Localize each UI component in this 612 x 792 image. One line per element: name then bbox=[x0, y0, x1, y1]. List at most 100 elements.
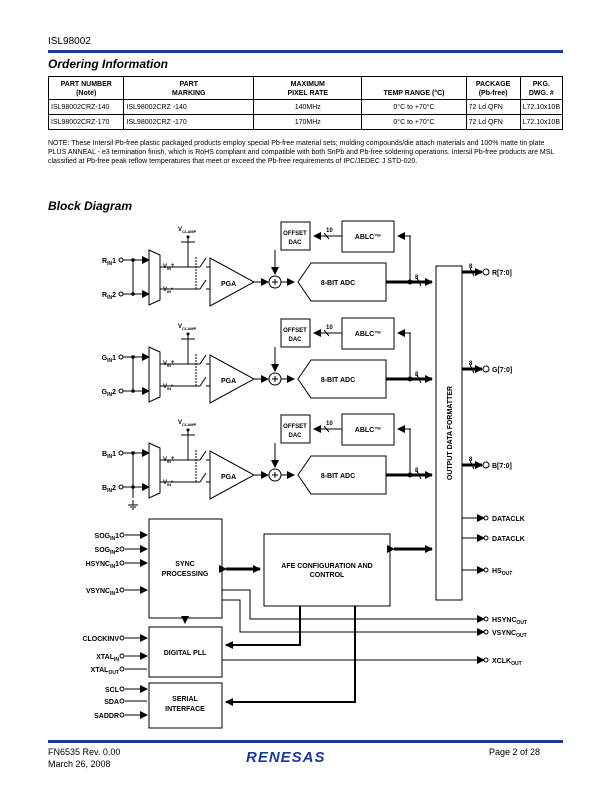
cell-temp: 0°C to +70°C bbox=[361, 114, 467, 130]
ablc-label: ABLC™ bbox=[355, 331, 381, 338]
ordering-note: NOTE: These Intersil Pb-free plastic pac… bbox=[48, 140, 555, 165]
ablc-label: ABLC™ bbox=[355, 234, 381, 241]
ground-icon bbox=[128, 500, 138, 510]
xtal-out-label: XTALOUT bbox=[91, 667, 119, 676]
digital-pll-box bbox=[148, 626, 223, 678]
hsync-out-label: HSYNCOUT bbox=[492, 617, 527, 626]
footer-rule bbox=[48, 740, 563, 743]
channel-out-label: G[7:0] bbox=[492, 367, 512, 374]
ablc-label: ABLC™ bbox=[355, 427, 381, 434]
saddr-label: SADDR bbox=[94, 713, 119, 720]
vclamp-label: VCLAMP bbox=[178, 227, 197, 234]
offset-label-1: OFFSET bbox=[283, 231, 307, 237]
document-id: ISL98002 bbox=[48, 36, 91, 47]
channel-green: VCLAMP VIN+ VIN- PGA OFFSET DAC ABLC™ 8-… bbox=[102, 317, 512, 404]
bus10-label: 10 bbox=[326, 421, 333, 427]
hs-out-label: HSOUT bbox=[492, 568, 512, 577]
vsync-in-label: VSYNCIN1 bbox=[86, 588, 119, 597]
adc-label: 8-BIT ADC bbox=[321, 280, 355, 287]
renesas-logo: RENESAS bbox=[246, 749, 326, 766]
clockinv-label: CLOCKINV bbox=[82, 636, 119, 643]
table-row: ISL98002CRZ-170 ISL98002CRZ -170 170MHz … bbox=[47, 114, 564, 130]
control-wiring bbox=[125, 514, 485, 719]
xclk-out-label: XCLKOUT bbox=[492, 658, 522, 667]
pga-label: PGA bbox=[221, 281, 236, 288]
cell-marking: ISL98002CRZ -170 bbox=[123, 114, 255, 130]
channel-in1-label: BIN1 bbox=[102, 451, 116, 460]
bus8-label: 8 bbox=[415, 468, 419, 474]
vin-plus-label: VIN+ bbox=[163, 456, 175, 464]
sda-label: SDA bbox=[104, 699, 119, 706]
sync-label-1: SYNC bbox=[175, 561, 194, 568]
sync-label-2: PROCESSING bbox=[162, 571, 209, 578]
sog1-label: SOGIN1 bbox=[95, 533, 120, 542]
output-formatter-box bbox=[435, 265, 463, 601]
offset-label-1: OFFSET bbox=[283, 328, 307, 334]
bus8-label: 8 bbox=[415, 372, 419, 378]
channel-in1-label: GIN1 bbox=[102, 355, 116, 364]
footer-date: March 26, 2008 bbox=[48, 759, 111, 769]
vclamp-label: VCLAMP bbox=[178, 324, 197, 331]
vin-minus-label: VIN- bbox=[163, 286, 173, 294]
control-pins bbox=[119, 515, 489, 718]
dataclk-label-2: DATACLK bbox=[492, 536, 525, 543]
pga-label: PGA bbox=[221, 378, 236, 385]
channel-red: VCLAMP VIN+ VIN- PGA OFFSET DAC ABLC™ 8-… bbox=[102, 220, 512, 307]
vin-minus-label: VIN- bbox=[163, 479, 173, 487]
formatter-label: OUTPUT DATA FORMATTER bbox=[447, 386, 454, 480]
bus10-label: 10 bbox=[326, 325, 333, 331]
xtal-in-label: XTALIN bbox=[96, 654, 119, 663]
pll-label: DIGITAL PLL bbox=[164, 650, 207, 657]
channel-out-label: B[7:0] bbox=[492, 463, 512, 470]
footer-doc: FN6535 Rev. 0.00 bbox=[48, 747, 121, 757]
col-pkg-dwg: PKG.DWG. # bbox=[519, 76, 564, 100]
sync-processing-box bbox=[148, 518, 223, 619]
cell-pixel-rate: 170MHz bbox=[253, 114, 363, 130]
serial-label-1: SERIAL bbox=[172, 696, 198, 703]
vin-minus-label: VIN- bbox=[163, 383, 173, 391]
hsync-in-label: HSYNCIN1 bbox=[86, 561, 120, 570]
adc-label: 8-BIT ADC bbox=[321, 473, 355, 480]
cell-dwg: L72.10x10B bbox=[519, 114, 564, 130]
col-part-number: PART NUMBER(Note) bbox=[47, 76, 125, 100]
channel-blue: VCLAMP VIN+ VIN- PGA OFFSET DAC ABLC™ 8-… bbox=[102, 413, 512, 500]
control-labels: SOGIN1 SOGIN2 HSYNCIN1 VSYNCIN1 CLOCKINV… bbox=[82, 516, 527, 720]
bus8-label: 8 bbox=[415, 275, 419, 281]
cell-part-number: ISL98002CRZ-170 bbox=[47, 114, 125, 130]
offset-label-1: OFFSET bbox=[283, 424, 307, 430]
afe-label-1: AFE CONFIGURATION AND bbox=[281, 563, 372, 570]
offset-label-2: DAC bbox=[289, 240, 303, 246]
channel-in2-label: RIN2 bbox=[102, 292, 116, 301]
block-diagram-title: Block Diagram bbox=[48, 199, 133, 213]
channel-in2-label: BIN2 bbox=[102, 485, 116, 494]
table-row: ISL98002CRZ-140 ISL98002CRZ -140 140MHz … bbox=[47, 99, 564, 115]
vin-plus-label: VIN+ bbox=[163, 360, 175, 368]
bus8-out-label: 8 bbox=[469, 457, 473, 463]
adc-label: 8-BIT ADC bbox=[321, 377, 355, 384]
vin-plus-label: VIN+ bbox=[163, 263, 175, 271]
pga-label: PGA bbox=[221, 474, 236, 481]
channel-in1-label: RIN1 bbox=[102, 258, 116, 267]
offset-label-2: DAC bbox=[289, 337, 303, 343]
dataclk-label-1: DATACLK bbox=[492, 516, 525, 523]
header-rule bbox=[48, 50, 563, 53]
vclamp-label: VCLAMP bbox=[178, 420, 197, 427]
serial-label-2: INTERFACE bbox=[165, 706, 205, 713]
footer-page: Page 2 of 28 bbox=[489, 747, 541, 757]
vsync-out-label: VSYNCOUT bbox=[492, 630, 527, 639]
channel-in2-label: GIN2 bbox=[102, 389, 116, 398]
cell-package: 72 Ld QFN bbox=[465, 114, 521, 130]
afe-config-box bbox=[263, 533, 391, 607]
bus8-out-label: 8 bbox=[469, 361, 473, 367]
bus10-label: 10 bbox=[326, 228, 333, 234]
channel-out-label: R[7:0] bbox=[492, 270, 512, 277]
ordering-title: Ordering Information bbox=[48, 57, 168, 71]
bus8-out-label: 8 bbox=[469, 264, 473, 270]
sog2-label: SOGIN2 bbox=[95, 547, 120, 556]
offset-label-2: DAC bbox=[289, 433, 303, 439]
afe-label-2: CONTROL bbox=[310, 572, 345, 579]
scl-label: SCL bbox=[105, 687, 120, 694]
